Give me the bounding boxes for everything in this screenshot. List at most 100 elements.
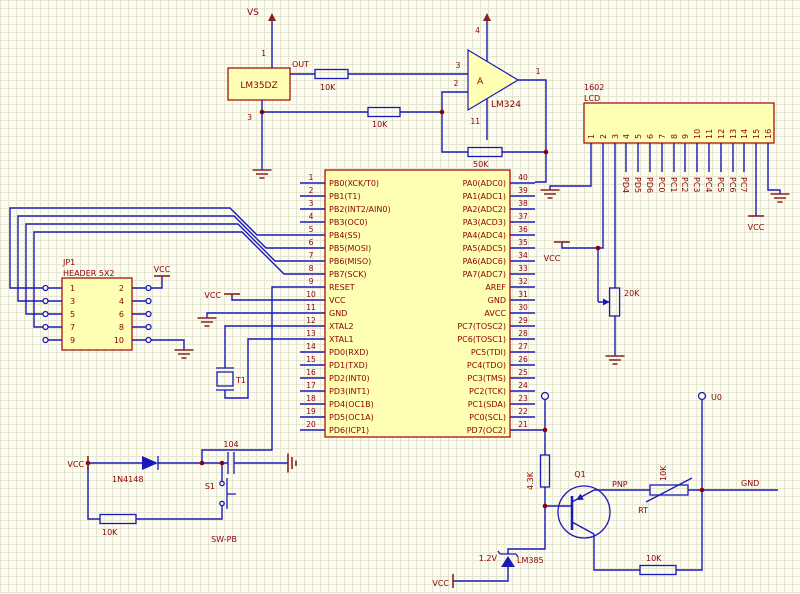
lcd-pin-number: 12 [717,129,726,139]
mcu-pin-number: 25 [518,368,528,377]
lm35-label: LM35DZ [240,81,277,91]
lcd-net-label: PC7 [739,177,748,193]
mcu-pin-name: PA3(ACD3) [463,218,506,227]
lcd-pin-number: 13 [729,129,738,139]
potentiometer-20k[interactable]: 20K [603,287,640,317]
resistor-base-4k3[interactable]: 4.3K [526,454,551,490]
mcu-pin-number: 33 [518,264,528,273]
mcu-pin-name: RESET [329,283,355,292]
mcu-pin-name: PC0(SCL) [469,413,506,422]
port-circle-left[interactable] [540,391,550,401]
mcu-pin-name: PD1(TXD) [329,361,368,370]
mcu-pin-name: PC3(TMS) [467,374,506,383]
opamp-vplus-arrow-icon [483,13,491,21]
lcd-pin-number: 5 [634,134,643,139]
lcd-pin-number: 1 [587,134,596,139]
resistor-low-10k[interactable]: 10K [639,554,677,576]
lcd-net-label: PC1 [669,177,678,193]
opamp-lm324[interactable]: A LM324 3 2 1 4 11 [454,26,541,126]
mcu-pin-name: PA4(ADC4) [463,231,506,240]
gnd-earth-header [174,349,194,359]
mcu-pin-number: 1 [309,173,314,182]
lcd-pin-number: 6 [646,134,655,139]
mcu-pin-name: GND [488,296,506,305]
mcu-pin-number: 28 [518,329,528,338]
header-pin-number: 6 [119,310,124,319]
mcu-pin-name: XTAL1 [329,335,354,344]
header-type: HEADER 5X2 [63,269,115,278]
mcu-pin-number: 7 [309,251,314,260]
port-u0[interactable]: U0 [697,391,722,403]
mcu-pin-number: 20 [306,420,316,429]
pin-number: 3 [247,113,252,122]
power-symbols: VS VCC VCC VCC VCC VCC VCC [67,8,790,588]
mcu-pin-number: 24 [518,381,528,390]
pin-number: 1 [536,67,541,76]
header-pin-number: 4 [119,297,124,306]
mcu-pin-name: PD3(INT1) [329,387,370,396]
lcd-net-label: PC6 [728,177,737,193]
gnd-earth-mcu [197,317,217,327]
mcu-pin-number: 39 [518,186,528,195]
mcu-pin-name: AVCC [484,309,506,318]
diode-1n4148[interactable]: 1N4148 [112,456,159,484]
resistor-value: 10K [646,554,662,563]
lcd-connector[interactable]: 1602 LCD 1 2 3 4 5 6 7 8 9 10 11 12 13 1… [583,83,775,144]
lcd-net-label: PC4 [704,177,713,193]
resistor-r-gnd[interactable]: 10K [367,106,401,130]
opamp-part: LM324 [491,100,521,110]
resistor-value: 10K [320,83,336,92]
resistor-r-feedback[interactable]: 50K [467,146,503,170]
lcd-net-label: PC5 [716,177,725,193]
mcu-pin-name: PC5(TDI) [471,348,506,357]
vcc-label: VCC [154,265,171,274]
vref-part: LM385 [517,556,544,565]
mcu-pin-name: VCC [329,296,346,305]
mcu-pin-name: PB4(SS) [329,231,361,240]
lcd-pin-number: 8 [670,134,679,139]
header-pin-number: 3 [70,297,75,306]
crystal-t1[interactable]: T1 [216,367,246,391]
lcd-pin-number: 16 [764,129,773,139]
mcu-pin-number: 12 [306,316,316,325]
thermistor-rt[interactable]: RT 10K [638,465,693,515]
gnd-earth-lcd1 [540,189,560,199]
lcd-pin-number: 2 [599,134,608,139]
lcd-pin-number: 15 [752,129,761,139]
gnd-earth-pot [605,355,625,365]
lcd-pin-number: 14 [740,129,749,139]
net-label-out: OUT [292,60,309,69]
mcu-pin-name: GND [329,309,347,318]
header-pin-number: 10 [114,336,124,345]
mcu-atmega[interactable]: 1 2 3 4 5 6 7 8 9 10 11 12 13 14 15 16 1… [306,169,528,438]
header-pin-number: 1 [70,284,75,293]
lcd-pin-number: 7 [658,134,667,139]
resistor-value: 10K [102,528,118,537]
vcc-label: VCC [432,579,449,588]
mcu-pin-number: 6 [309,238,314,247]
transistor-type: PNP [612,480,628,489]
mcu-pin-number: 40 [518,173,528,182]
lcd-net-label: PD4 [621,177,630,193]
resistor-r-in[interactable]: 10K [314,68,349,93]
vref-lm385[interactable]: 1.2V LM385 [479,550,544,567]
mcu-pin-number: 34 [518,251,528,260]
pushbutton-s1[interactable]: S1 SW-PB [205,478,237,544]
mcu-pin-number: 8 [309,264,314,273]
mcu-pin-name: PD4(OC1B) [329,400,374,409]
lm35-sensor[interactable]: LM35DZ 1 3 [227,49,291,122]
mcu-pin-name: PA2(ADC2) [463,205,506,214]
lcd-net-label: PD5 [633,177,642,193]
vs-label: VS [247,8,259,18]
lcd-net-label: PC3 [692,177,701,193]
vcc-label: VCC [204,291,221,300]
mcu-pin-name: PB3(OC0) [329,218,368,227]
transistor-q1[interactable]: Q1 PNP [557,470,628,539]
capacitor-104[interactable]: 104 [223,440,239,474]
resistor-reset-pullup[interactable]: 10K [99,513,137,538]
mcu-pin-number: 32 [518,277,528,286]
isp-header-jp1[interactable]: JP1 HEADER 5X2 1 3 5 7 9 2 4 6 8 10 [42,258,152,351]
header-pin-number: 8 [119,323,124,332]
resistor-value: 50K [473,160,489,169]
